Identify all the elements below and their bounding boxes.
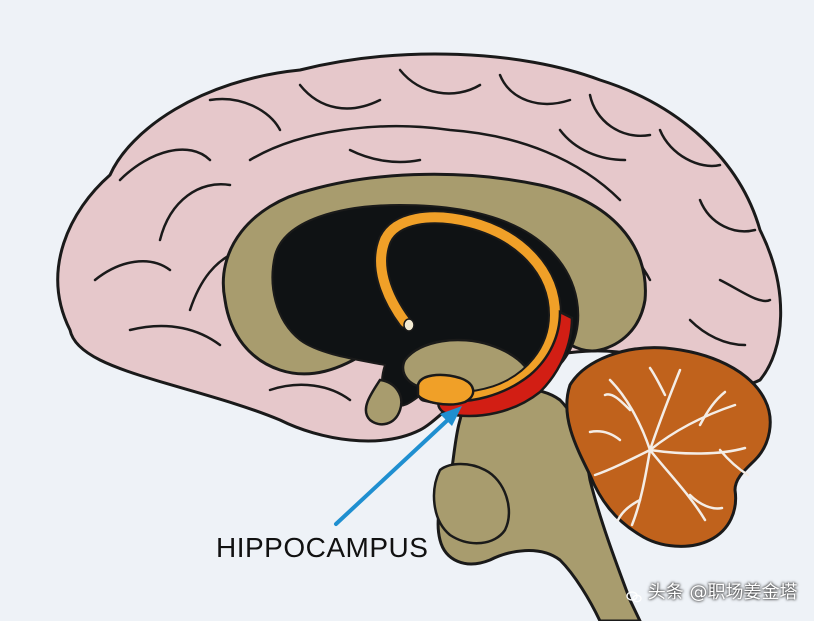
wechat-icon [626,587,642,603]
hippocampus-label: HIPPOCAMPUS [216,532,429,563]
fornix-tail [416,373,475,406]
watermark-text: 头条 @职场姜金塔 [647,582,798,603]
interventricular-foramen [403,318,415,332]
hippocampus-pointer-arrow [334,406,462,526]
pons [432,462,511,545]
fornix-fill [376,212,561,404]
watermark: 头条 @职场姜金塔 [626,578,797,604]
arbor-vitae [588,366,750,527]
hypothalamus [364,378,403,426]
